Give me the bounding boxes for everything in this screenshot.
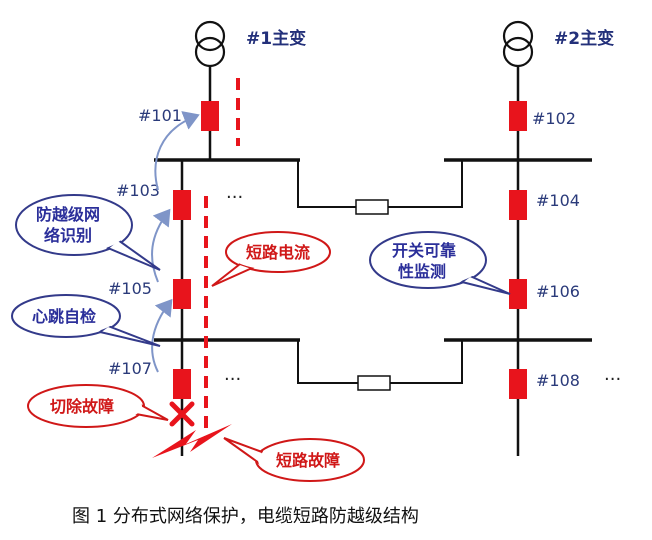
switch-107-label: #107: [108, 359, 152, 378]
bubble-anti-overstep: 防越级网 络识别: [15, 194, 161, 271]
transformer-1-label: #1主变: [246, 28, 306, 49]
switch-105: [173, 279, 191, 309]
comm-arrow-105-103: [151, 208, 171, 283]
ellipsis-3: ···: [604, 369, 621, 390]
switch-104: [509, 190, 527, 220]
switch-102-label: #102: [532, 109, 576, 128]
switch-103: [173, 190, 191, 220]
ellipsis-1: ···: [226, 187, 243, 208]
bubble-reliability-line1: 开关可靠: [392, 241, 456, 260]
bubble-cut-fault: 切除故障: [27, 384, 169, 428]
bubble-anti-overstep-line1: 防越级网: [36, 205, 100, 224]
switch-101: [201, 101, 219, 131]
figure-caption: 图 1 分布式网络保护，电缆短路防越级结构: [72, 506, 419, 527]
switch-108-label: #108: [536, 371, 580, 390]
switch-101-label: #101: [138, 106, 182, 125]
switch-104-label: #104: [536, 191, 580, 210]
switch-106: [509, 279, 527, 309]
switch-108: [509, 369, 527, 399]
bubble-reliability: 开关可靠 性监测: [369, 231, 511, 295]
tie-switch-lower: [357, 375, 391, 391]
bubble-heartbeat-text: 心跳自检: [32, 307, 96, 326]
transformer-2-label: #2主变: [554, 28, 614, 49]
bubble-short-fault: 短路故障: [223, 437, 365, 482]
lightning-fault-icon: [152, 424, 232, 458]
cut-x-icon: [169, 401, 195, 427]
bubble-heartbeat: 心跳自检: [11, 294, 161, 347]
bubble-anti-overstep-line2: 络识别: [44, 226, 92, 245]
ellipsis-2: ···: [224, 369, 241, 390]
bubble-reliability-line2: 性监测: [398, 262, 446, 281]
comm-arrow-103-101: [154, 111, 200, 191]
switch-103-label: #103: [116, 181, 160, 200]
transformer-1-icon: [194, 20, 226, 68]
transformer-2-icon: [502, 20, 534, 68]
bubble-short-current: 短路电流: [211, 231, 331, 287]
switch-105-label: #105: [108, 279, 152, 298]
comm-arrow-107-105: [151, 298, 173, 373]
switch-107: [173, 369, 191, 399]
bubble-short-fault-text: 短路故障: [276, 451, 340, 470]
tie-switch-upper: [355, 199, 389, 215]
bubble-short-current-text: 短路电流: [246, 243, 310, 262]
switch-106-label: #106: [536, 282, 580, 301]
switch-102: [509, 101, 527, 131]
bubble-cut-fault-text: 切除故障: [50, 397, 114, 416]
